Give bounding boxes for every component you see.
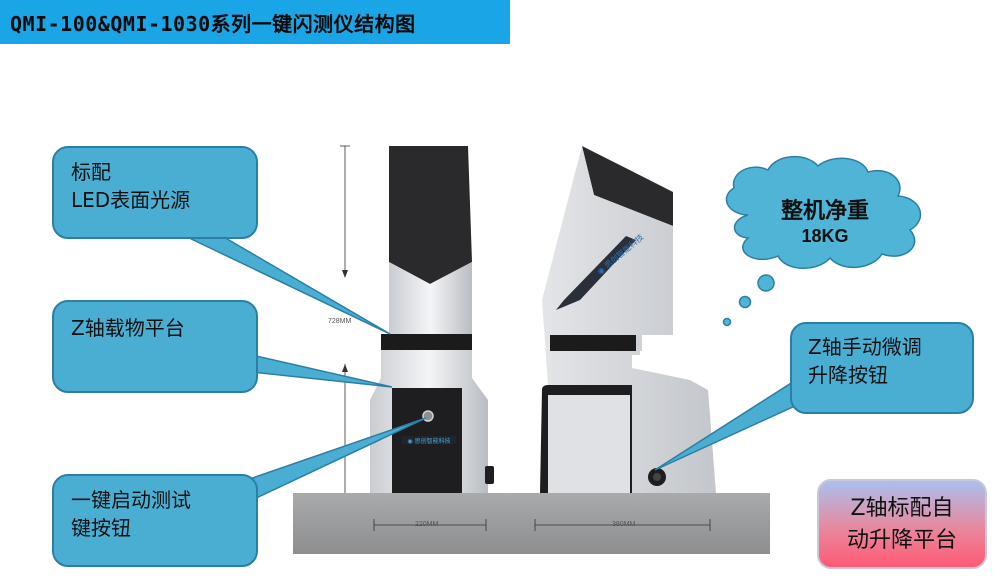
base-platform [293,493,770,554]
page-title: QMI-100&QMI-1030系列一键闪测仪结构图 [10,12,416,36]
callout-z-auto-line2: 动升降平台 [846,528,957,553]
callout-one-key-line1: 一键启动测试 [71,488,191,512]
side-knob [485,466,494,484]
dimension-lines [340,145,711,531]
callout-led-line2: LED表面光源 [71,188,191,212]
height-dimension-label: 728MM [328,318,352,325]
weight-label: 整机净重 [780,199,869,224]
weight-cloud [722,155,922,327]
callout-z-stage: Z轴载物平台 [52,300,258,393]
front-led-ring [381,334,472,350]
side-view-machine: ◉ 思创智能科技 [540,146,716,493]
callout-z-auto-stage: Z轴标配自 动升降平台 [817,479,987,569]
callout-z-stage-label: Z轴载物平台 [71,316,185,340]
svg-text:◉ 思创智能科技: ◉ 思创智能科技 [407,437,450,445]
side-width-dimension-label: 380MM [612,521,636,528]
callout-led-line1: 标配 [71,160,111,184]
side-camera-head [582,146,673,226]
front-camera-head [389,146,472,284]
title-bar: QMI-100&QMI-1030系列一键闪测仪结构图 [0,0,510,44]
weight-value: 18KG [801,226,849,246]
front-logo-badge [402,436,456,444]
callout-led-light: 标配 LED表面光源 [52,146,258,239]
callout-pointers [184,235,810,501]
callout-z-knob-line2: 升降按钮 [808,363,888,387]
front-view-machine: ◉ 思创智能科技 [370,146,494,493]
front-width-dimension-label: 220MM [415,521,439,528]
callout-one-key-line2: 键按钮 [71,516,131,540]
callout-z-auto-line1: Z轴标配自 [850,496,954,521]
callout-z-knob-line1: Z轴手动微调 [808,335,922,359]
callout-one-key: 一键启动测试 键按钮 [52,474,258,567]
side-led-ring [550,335,636,351]
callout-z-knob: Z轴手动微调 升降按钮 [790,322,974,414]
